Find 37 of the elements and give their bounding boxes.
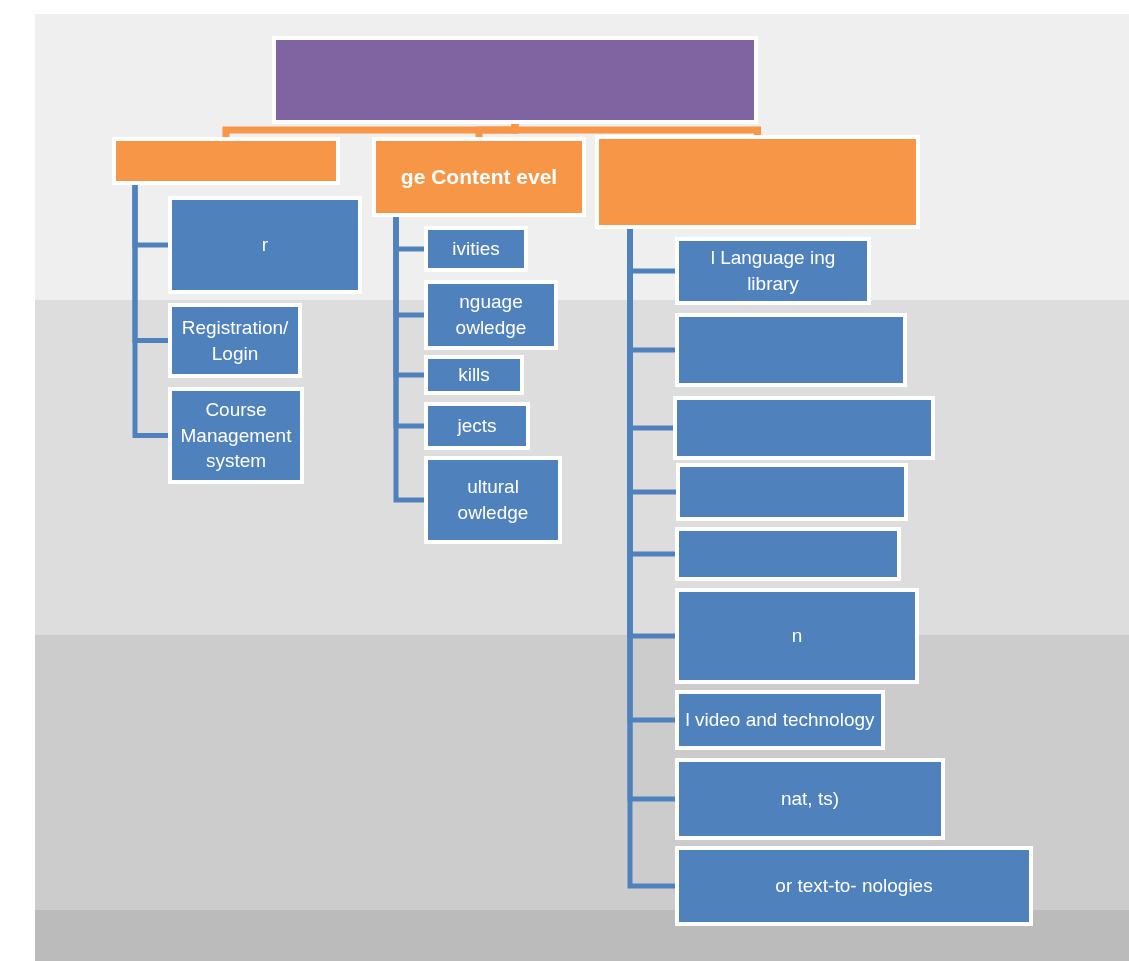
box-label: ge Content evel bbox=[400, 163, 558, 190]
item-box bbox=[424, 456, 562, 544]
box-label: or text-to- nologies bbox=[775, 874, 933, 899]
connector-line bbox=[132, 185, 168, 438]
box-label: kills bbox=[458, 363, 490, 388]
item-box bbox=[675, 527, 901, 581]
item-box bbox=[168, 196, 362, 294]
connector-line bbox=[511, 124, 761, 135]
box-label: l Language ing library bbox=[709, 246, 837, 296]
item-box bbox=[424, 355, 524, 395]
category-box bbox=[112, 137, 340, 185]
category-box bbox=[595, 135, 920, 229]
box-label: l video and technology bbox=[685, 708, 875, 733]
item-box bbox=[673, 396, 935, 460]
item-box bbox=[675, 588, 919, 684]
item-box bbox=[168, 387, 304, 484]
item-box bbox=[675, 313, 907, 387]
category-box bbox=[372, 137, 586, 217]
box-label: jects bbox=[457, 414, 497, 439]
box-label: Course Management system bbox=[179, 398, 293, 474]
item-box bbox=[675, 758, 945, 840]
box-label: Registration/ Login bbox=[180, 315, 290, 366]
item-box bbox=[676, 463, 908, 521]
box-label: nguage owledge bbox=[454, 290, 528, 340]
item-box bbox=[168, 303, 302, 378]
item-box bbox=[675, 846, 1033, 926]
item-box bbox=[424, 280, 558, 350]
item-box bbox=[675, 237, 871, 305]
item-box bbox=[424, 402, 530, 450]
box-label: ivities bbox=[452, 237, 500, 262]
box-label: nat, ts) bbox=[780, 787, 840, 812]
item-box bbox=[675, 690, 885, 750]
root-box bbox=[272, 36, 758, 124]
box-label: ultural owledge bbox=[456, 475, 530, 525]
item-box bbox=[424, 226, 528, 272]
box-label: r bbox=[261, 233, 269, 258]
box-label: n bbox=[791, 624, 803, 649]
